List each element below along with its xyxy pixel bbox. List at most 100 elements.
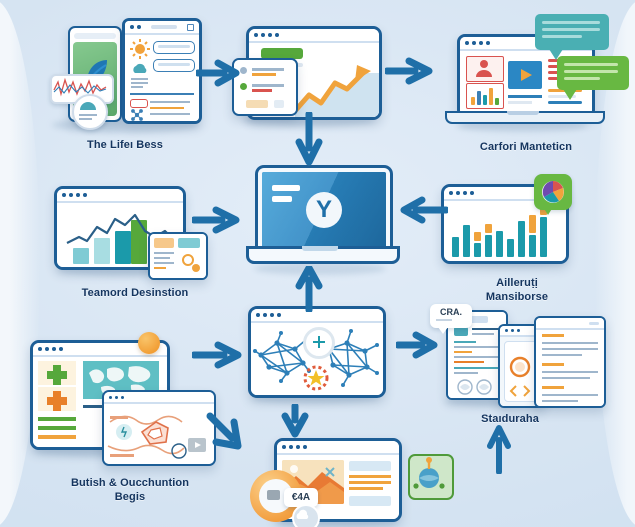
molecule-window[interactable]: [102, 390, 216, 466]
window-menu-icon[interactable]: [187, 23, 194, 31]
central-laptop-screen[interactable]: Y: [258, 168, 390, 252]
input-field-1[interactable]: [153, 41, 195, 54]
window-dot: [62, 193, 66, 197]
node-central-platform-laptop[interactable]: Y: [244, 168, 400, 275]
arrow-media-to-documents: [486, 424, 512, 474]
window-dot: [45, 347, 49, 351]
waveform-icon: [53, 77, 107, 97]
overlay-tablet-body: [150, 234, 206, 278]
primary-action-button[interactable]: [261, 48, 303, 59]
highlight-marker[interactable]: [138, 332, 160, 354]
network-small-icon: [131, 109, 143, 121]
document-article-body: [536, 330, 604, 406]
window-titlebar: [57, 189, 183, 203]
currency-chip-label: €4A: [291, 492, 311, 503]
world-map[interactable]: [83, 361, 159, 399]
label-bottom-right: Staıduraha: [481, 413, 539, 425]
node-chart-dashboard-window[interactable]: [52, 186, 217, 280]
window-dot: [465, 41, 469, 45]
arrow-top-center-to-center: [294, 112, 324, 170]
arrow-bottom-center-to-center: [294, 266, 324, 312]
window-dot: [479, 41, 483, 45]
overlay-detail-card[interactable]: [232, 58, 298, 116]
distribution-badge[interactable]: [408, 454, 454, 500]
profile-card[interactable]: [466, 56, 504, 82]
cloud-badge[interactable]: [292, 504, 320, 527]
node-network-graph-window[interactable]: [240, 304, 400, 404]
node-documents-stack[interactable]: CRA.: [430, 302, 620, 408]
idea-icon: [509, 356, 531, 378]
window-titlebar: [500, 326, 542, 337]
window-dot: [38, 347, 42, 351]
chat-bubble-teal[interactable]: [535, 14, 609, 60]
node-map-research-window[interactable]: [28, 332, 218, 466]
avatar: [240, 83, 247, 90]
plus-icon: [47, 391, 67, 411]
currency-chip[interactable]: €4A: [284, 488, 318, 507]
badge-tail: [543, 207, 553, 215]
titlebar-placeholder: [589, 321, 599, 325]
pie-chart-badge[interactable]: [534, 174, 572, 215]
person-icon: [476, 60, 492, 77]
window-dot: [486, 41, 490, 45]
bubble-tail: [438, 327, 448, 334]
chart-bar: [131, 220, 147, 264]
cloud-icon: [133, 63, 147, 73]
settings-gear-badge[interactable]: [301, 363, 331, 393]
bubble-tail: [563, 89, 577, 100]
arrow-network-to-media: [280, 404, 310, 440]
metrics-window[interactable]: [441, 184, 569, 264]
network-window[interactable]: [248, 306, 386, 398]
window-dot: [121, 395, 124, 399]
report-body: [125, 35, 199, 121]
window-dot: [254, 33, 258, 37]
gear-icon: [303, 365, 329, 391]
device-statusbar: [74, 33, 116, 39]
window-titlebar: [104, 392, 214, 404]
screen-line-2: [272, 196, 292, 202]
window-titlebar: [251, 309, 383, 323]
annotation-bubble[interactable]: CRA.: [430, 304, 472, 334]
plus-cell-orange: [38, 387, 76, 411]
input-field-2[interactable]: [153, 59, 195, 72]
code-icon: [509, 385, 531, 397]
metric-bar-accent: [485, 224, 492, 233]
node-data-collection-devices[interactable]: [44, 12, 204, 133]
tag-badge: [130, 99, 148, 108]
node-growth-analytics-window[interactable]: [232, 24, 384, 127]
window-dot: [296, 445, 300, 449]
metric-bar: [452, 237, 459, 257]
video-player[interactable]: [508, 61, 542, 89]
window-dot: [511, 329, 514, 332]
node-bar-metrics-window[interactable]: [436, 174, 596, 268]
document-article[interactable]: [534, 316, 606, 408]
gear-icon: [182, 254, 200, 272]
window-dot: [517, 329, 520, 332]
window-dot: [456, 191, 460, 195]
metric-bar: [540, 217, 547, 257]
node-content-laptop-chat[interactable]: [437, 12, 629, 132]
window-titlebar: [249, 29, 379, 43]
label-mid-right: Ailleruṭị Mansiborse: [432, 276, 602, 304]
window-dot: [275, 33, 279, 37]
node-shadow: [254, 262, 386, 275]
platform-logo-badge: Y: [306, 192, 342, 228]
report-window[interactable]: [122, 18, 202, 124]
add-node-button[interactable]: [303, 327, 335, 359]
plus-cell-green: [38, 361, 76, 385]
overlay-tablet[interactable]: [148, 232, 208, 280]
label-top-right: Carfori Manteticn: [479, 141, 573, 153]
window-dot: [261, 33, 265, 37]
gauge-badge[interactable]: [72, 94, 108, 130]
chat-bubble-green[interactable]: [557, 56, 629, 100]
window-dot: [289, 445, 293, 449]
label-mid-right-line1: Ailleruṭị: [496, 277, 538, 289]
window-dot: [256, 313, 260, 317]
arrow-bottom-center-to-documents: [396, 330, 442, 360]
thumbnail: [274, 100, 284, 108]
window-dot: [277, 313, 281, 317]
window-dot: [137, 25, 141, 29]
node-media-publishing-window[interactable]: €4A: [250, 432, 454, 527]
screen-line-1: [272, 185, 300, 191]
